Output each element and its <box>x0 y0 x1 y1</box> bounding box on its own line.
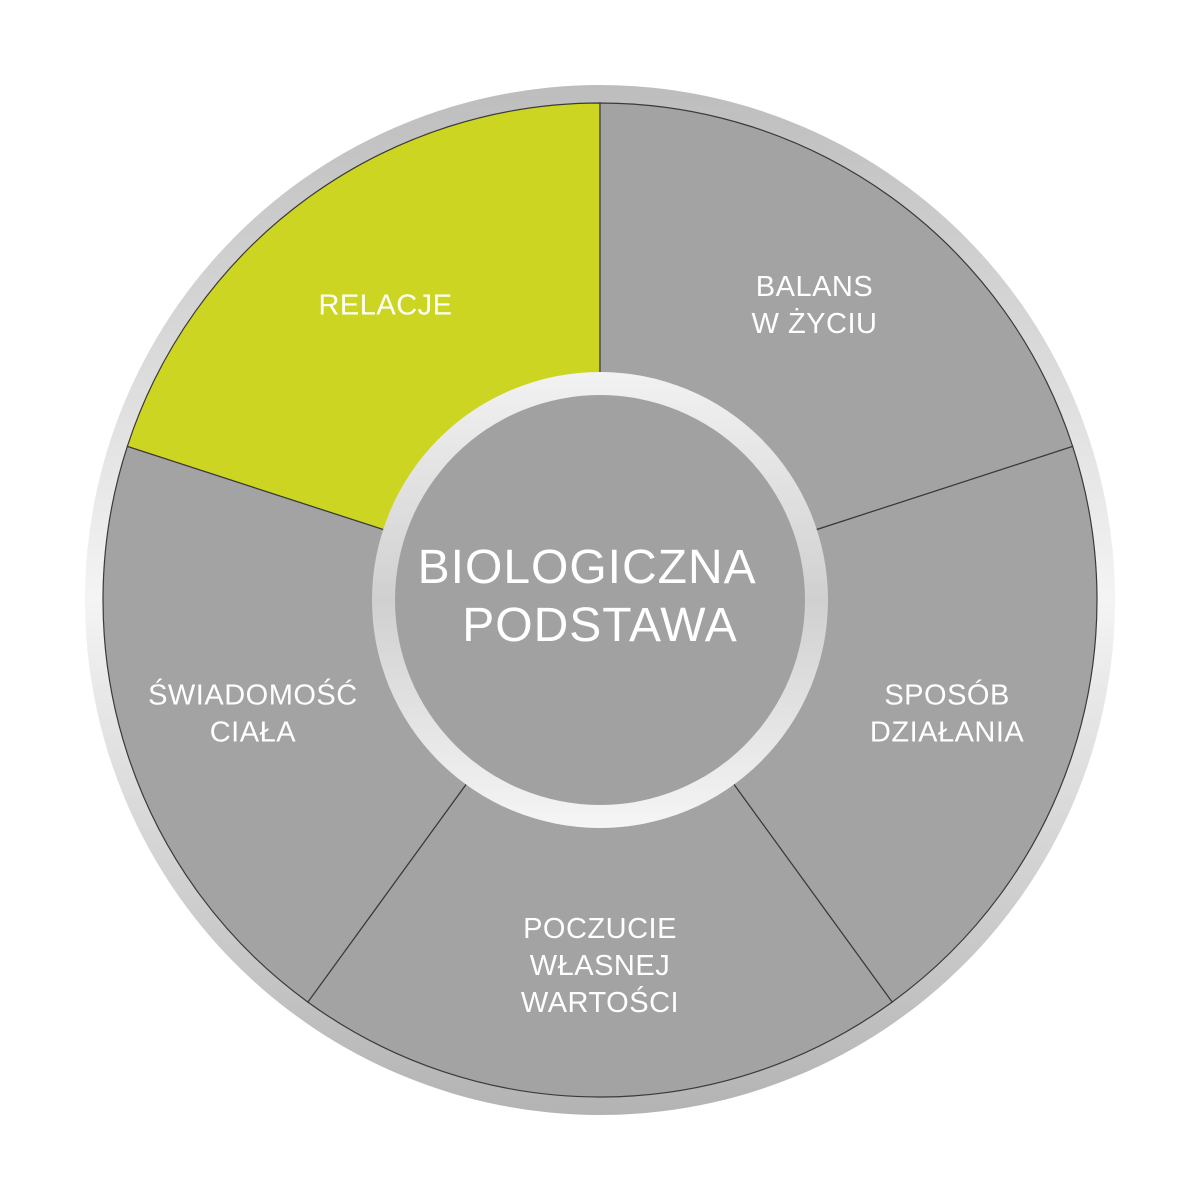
center-label-line-1: BIOLOGICZNA <box>418 541 756 594</box>
segment-label-sposob-line-2: DZIAŁANIA <box>870 716 1025 748</box>
segment-label-relacje: RELACJE <box>318 290 452 322</box>
segment-label-poczucie-line-2: WŁASNEJ <box>530 950 670 982</box>
segment-label-sposob-line-1: SPOSÓB <box>884 678 1010 711</box>
segment-labels-group: RELACJE BALANS W ŻYCIU SPOSÓB DZIAŁANIA POCZU… <box>148 271 1024 1019</box>
center-label: BIOLOGICZNA PODSTAWA <box>418 541 769 652</box>
segment-label-swiadomosc: ŚWIADOMOŚĆ CIAŁA <box>148 677 358 748</box>
segment-label-relacje-line-1: RELACJE <box>318 290 452 322</box>
segment-label-sposob: SPOSÓB DZIAŁANIA <box>870 678 1025 748</box>
segment-label-poczucie-line-3: WARTOŚCI <box>521 985 679 1019</box>
segment-label-poczucie-line-1: POCZUCIE <box>523 913 677 945</box>
center-disc <box>395 395 805 805</box>
segment-label-swiadomosc-line-2: CIAŁA <box>210 716 296 748</box>
segment-label-balans-line-2: W ŻYCIU <box>752 307 878 340</box>
segment-label-balans: BALANS W ŻYCIU <box>752 271 878 340</box>
segment-label-swiadomosc-line-1: ŚWIADOMOŚĆ <box>148 677 358 711</box>
segment-label-balans-line-1: BALANS <box>756 271 873 303</box>
center-label-line-2: PODSTAWA <box>462 599 738 652</box>
